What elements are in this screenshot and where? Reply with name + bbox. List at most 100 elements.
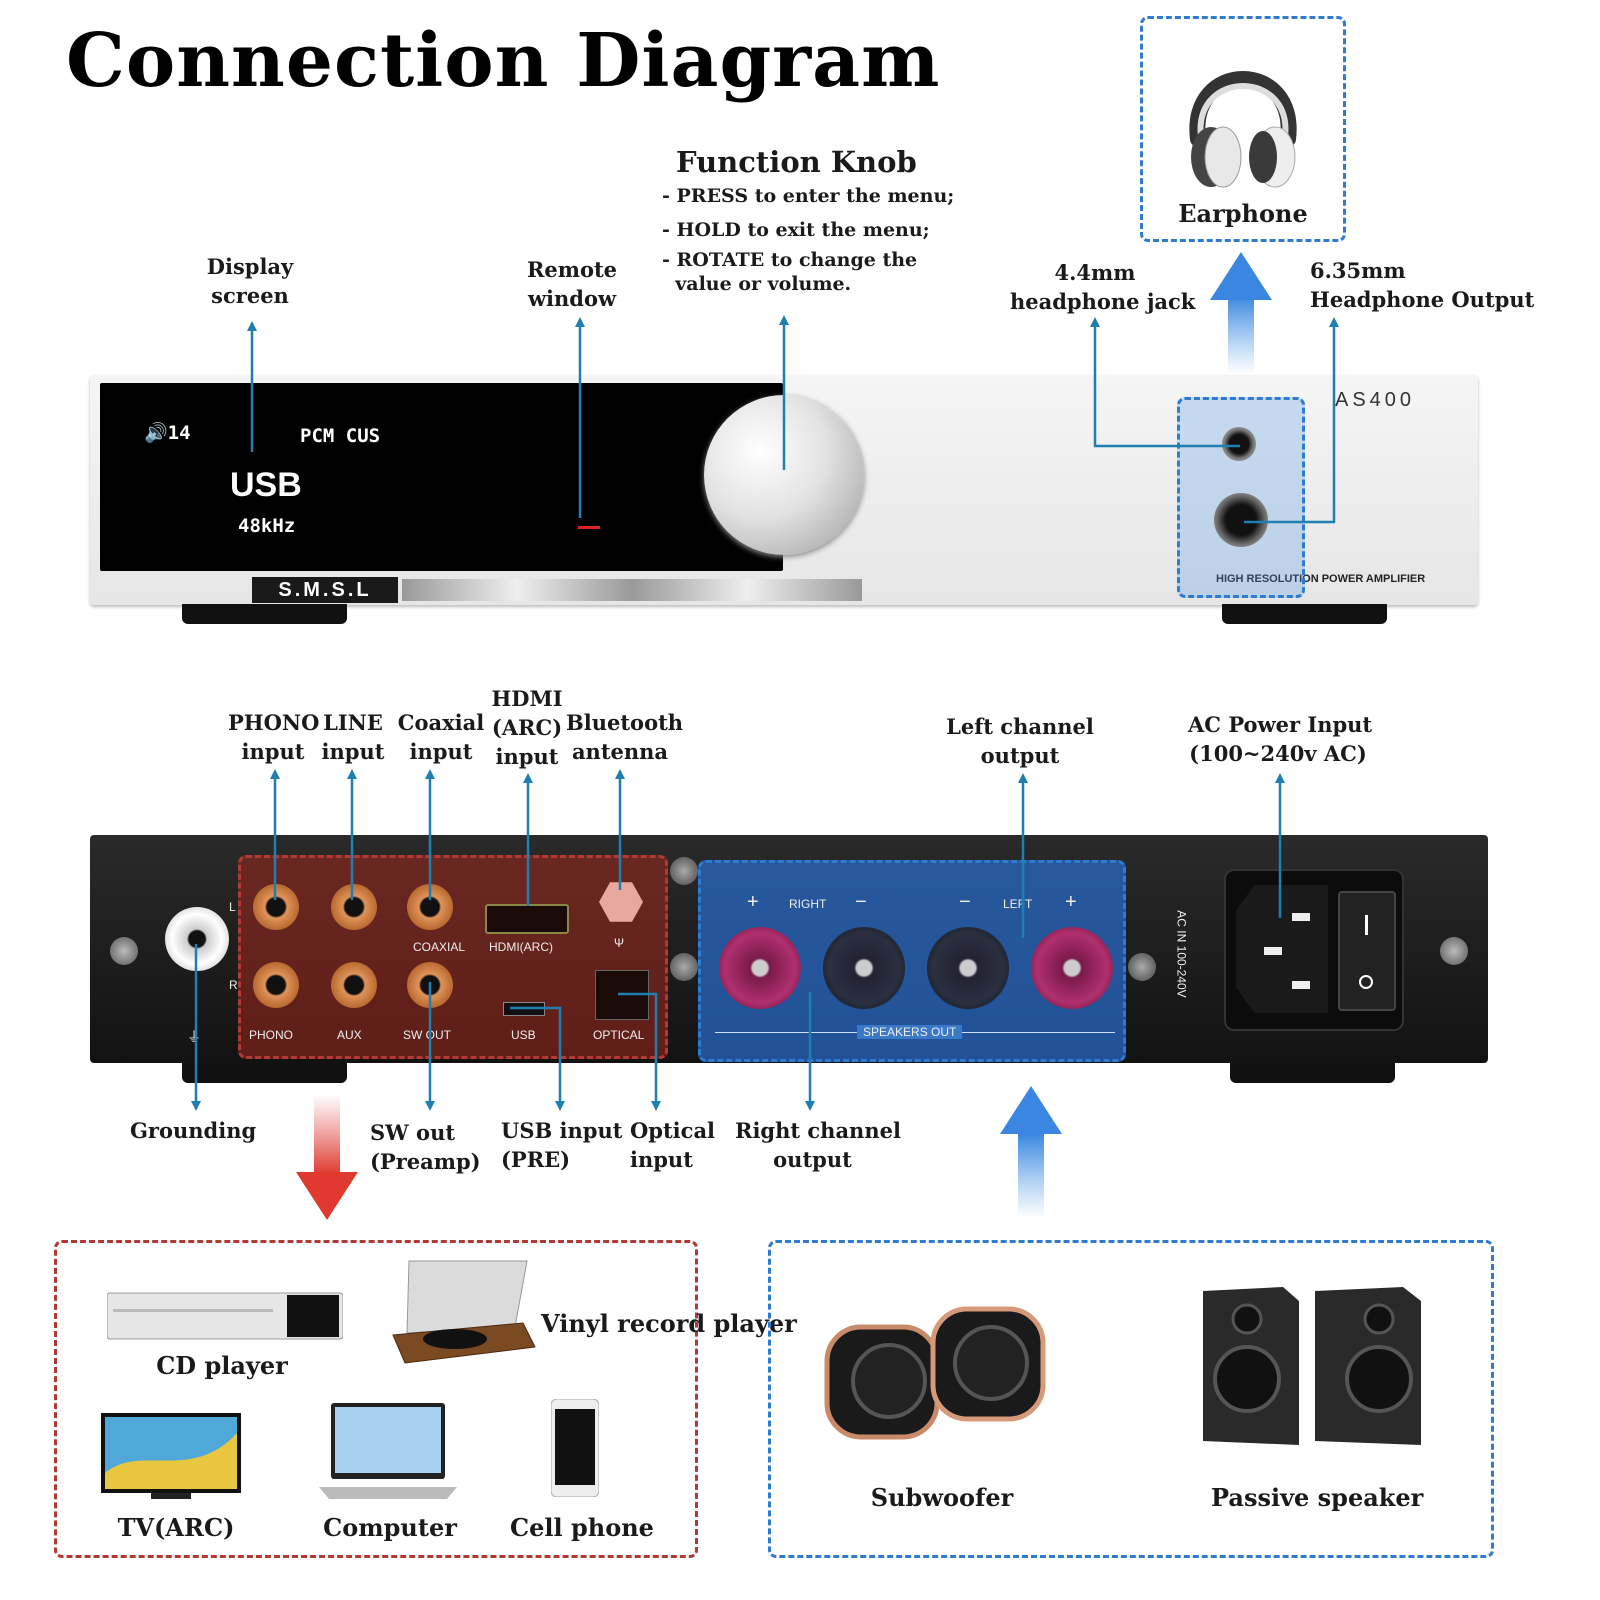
earphone-arrow (1210, 252, 1272, 374)
callout-usb (510, 1006, 565, 1111)
jack-44[interactable] (1222, 427, 1256, 461)
cd-player-icon (107, 1292, 343, 1340)
power-switch[interactable] (1338, 891, 1396, 1011)
source-text: USB (230, 466, 302, 504)
passive-speaker-label: Passive speaker (1211, 1483, 1424, 1512)
sw-out-marker: SW OUT (403, 1028, 451, 1042)
aux-r-jack[interactable] (331, 962, 377, 1008)
right-minus: − (855, 891, 867, 913)
display-screen: 🔊14 PCM CUS USB 48kHz (100, 383, 783, 571)
phono-r-jack[interactable] (253, 962, 299, 1008)
computer-label: Computer (323, 1513, 457, 1542)
speakers-out-marker: SPEAKERS OUT (857, 1025, 963, 1039)
usb-marker: USB (511, 1028, 536, 1042)
front-trim (402, 579, 862, 601)
callout-jack-44 (1090, 317, 1240, 448)
speaker-icon: 🔊 (144, 422, 168, 444)
remote-window (578, 526, 600, 529)
tv-icon (101, 1413, 241, 1499)
format-text: PCM CUS (300, 425, 381, 447)
brand-badge: S.M.S.L (252, 577, 398, 603)
passive-speaker-icon (1203, 1287, 1421, 1445)
antenna-icon: Ψ (614, 936, 625, 950)
earphone-box: Earphone (1140, 16, 1346, 242)
computer-icon (319, 1403, 457, 1499)
hdmi-input-label: HDMI(ARC)input (491, 686, 563, 769)
ac-power-label: AC Power Input(100~240v AC) (1188, 712, 1373, 766)
vinyl-player-icon (392, 1260, 536, 1364)
ground-symbol: ⏚ (187, 1029, 201, 1045)
model-logo: AS400 (1335, 389, 1416, 411)
aux-marker: AUX (337, 1028, 362, 1042)
speakers-region: + RIGHT − − LEFT + SPEAKERS OUT (698, 860, 1126, 1062)
cell-phone-icon (551, 1399, 599, 1497)
rear-panel-screw-left (110, 937, 138, 965)
front-foot-right (1222, 604, 1387, 624)
left-plus: + (1065, 891, 1077, 913)
power-off-mark (1359, 975, 1373, 989)
volume-indicator: 🔊14 (144, 422, 191, 444)
right-minus-terminal[interactable] (823, 927, 905, 1009)
cell-phone-label: Cell phone (510, 1513, 654, 1542)
iec-inlet[interactable] (1236, 885, 1328, 1013)
subwoofer-icon (824, 1306, 1046, 1440)
l-marker: L (229, 900, 236, 914)
right-plus: + (747, 891, 759, 913)
input-region: L R Ψ COAXIAL HDMI(ARC) PHONO AUX SW OUT… (229, 855, 668, 1059)
hdmi-port[interactable] (485, 904, 569, 934)
left-plus-terminal[interactable] (1031, 927, 1113, 1009)
optical-marker: OPTICAL (593, 1028, 645, 1042)
source-devices-box: CD player Vinyl record player TV(ARC) Co… (54, 1240, 797, 1558)
power-socket[interactable] (1224, 869, 1404, 1031)
page-title: Connection Diagram (66, 18, 941, 104)
output-arrow (1000, 1086, 1062, 1218)
cd-player-label: CD player (156, 1351, 288, 1380)
tv-label: TV(ARC) (117, 1513, 235, 1542)
hdmi-marker: HDMI(ARC) (489, 940, 553, 954)
phono-marker: PHONO (249, 1028, 294, 1042)
aux-l-jack[interactable] (331, 884, 377, 930)
rear-screw-mid-bottom (670, 953, 698, 981)
rear-panel-screw-right (1440, 937, 1468, 965)
earphone-label: Earphone (1178, 199, 1308, 228)
left-minus-terminal[interactable] (927, 927, 1009, 1009)
usb-input-label: USB input(PRE) (501, 1118, 623, 1172)
grounding-label: Grounding (130, 1118, 257, 1143)
subwoofer-label: Subwoofer (870, 1483, 1014, 1512)
function-knob-label: Function Knob - PRESS to enter the menu;… (662, 145, 955, 295)
jack-635[interactable] (1214, 493, 1268, 547)
rear-foot-left (182, 1063, 347, 1083)
callout-635 (1244, 317, 1339, 524)
rear-panel: ⏚ L R Ψ COAXIAL HDMI(ARC) PHONO AUX SW O… (90, 835, 1488, 1063)
rate-text: 48kHz (238, 515, 296, 537)
coaxial-marker: COAXIAL (413, 940, 466, 954)
power-on-mark (1365, 915, 1368, 935)
rear-foot-right (1230, 1063, 1395, 1083)
source-arrow (296, 1094, 358, 1220)
right-marker: RIGHT (789, 897, 827, 911)
left-minus: − (959, 891, 971, 913)
front-foot-left (182, 604, 347, 624)
right-plus-terminal[interactable] (719, 927, 801, 1009)
r-marker: R (229, 978, 238, 992)
sw-out-label: SW out(Preamp) (370, 1120, 481, 1174)
left-marker: LEFT (1003, 897, 1033, 911)
rear-screw-mid-top (670, 857, 698, 885)
rear-screw-right (1128, 953, 1156, 981)
amp-subtitle: HIGH RESOLUTION POWER AMPLIFIER (1216, 573, 1426, 585)
output-devices-box: Subwoofer Passive speaker (768, 1240, 1494, 1558)
callout-optical (618, 992, 661, 1111)
headphones-icon (1189, 71, 1297, 188)
